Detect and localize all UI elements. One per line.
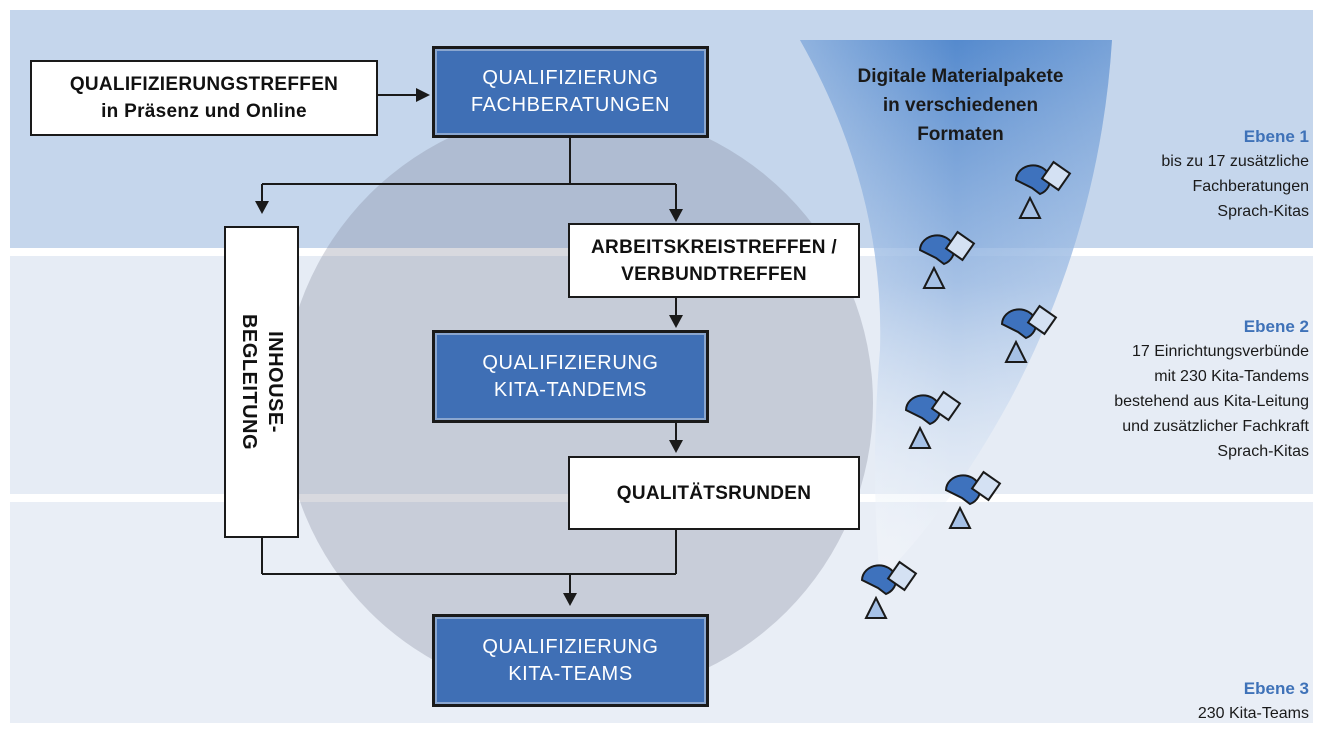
- qualitaetsrunden-box: QUALITÄTSRUNDEN: [568, 456, 860, 530]
- material-package-icon: [1014, 160, 1072, 219]
- level-2-info: Ebene 2 17 Einrichtungsverbünde mit 230 …: [1114, 314, 1309, 464]
- qualifizierung-fachberatungen-box: QUALIFIZIERUNG FACHBERATUNGEN: [432, 46, 709, 138]
- level-1-title: Ebene 1: [1243, 127, 1309, 146]
- qualifizierung-kita-tandems-line-2: KITA-TANDEMS: [493, 378, 648, 401]
- level-1-info: Ebene 1 bis zu 17 zusätzliche Fachberatu…: [1161, 124, 1309, 224]
- qualifizierung-kita-tandems-line-1: QUALIFIZIERUNG: [482, 351, 659, 374]
- qualifizierung-kita-teams-box: QUALIFIZIERUNG KITA-TEAMS: [432, 614, 709, 707]
- level-2-line: Sprach-Kitas: [1217, 443, 1309, 460]
- qualifizierungstreffen-line-2: in Präsenz und Online: [101, 101, 307, 122]
- inhouse-begleitung-box: INHOUSE- BEGLEITUNG: [224, 226, 299, 538]
- material-package-icon: [944, 470, 1002, 529]
- level-2-title: Ebene 2: [1243, 317, 1309, 336]
- qualifizierung-kita-tandems-box: QUALIFIZIERUNG KITA-TANDEMS: [432, 330, 709, 423]
- material-package-icon: [918, 230, 976, 289]
- arbeitskreistreffen-box: ARBEITSKREISTREFFEN / VERBUNDTREFFEN: [568, 223, 860, 298]
- level-2-line: und zusätzlicher Fachkraft: [1122, 418, 1309, 435]
- funnel-title: Digitale Materialpakete in verschiedenen…: [808, 62, 1113, 149]
- arbeitskreistreffen-line-2: VERBUNDTREFFEN: [621, 263, 807, 285]
- qualifizierungstreffen-line-1: QUALIFIZIERUNGSTREFFEN: [69, 74, 339, 95]
- level-1-line: bis zu 17 zusätzliche: [1161, 153, 1309, 170]
- material-package-icon: [1000, 304, 1058, 363]
- level-3-title: Ebene 3: [1243, 679, 1309, 698]
- inhouse-line-1: INHOUSE-: [263, 331, 286, 433]
- qualifizierung-kita-teams-line-1: QUALIFIZIERUNG: [482, 635, 659, 658]
- level-3-line: 230 Kita-Teams: [1197, 705, 1309, 722]
- level-2-line: 17 Einrichtungsverbünde: [1131, 343, 1309, 360]
- qualifizierung-fachberatungen-line-1: QUALIFIZIERUNG: [482, 67, 659, 89]
- qualitaetsrunden-label: QUALITÄTSRUNDEN: [616, 482, 812, 504]
- funnel-title-line-3: Formaten: [917, 124, 1004, 145]
- arbeitskreistreffen-line-1: ARBEITSKREISTREFFEN /: [591, 236, 837, 258]
- material-package-icon: [860, 560, 918, 619]
- level-3-info: Ebene 3 230 Kita-Teams: [1198, 676, 1309, 726]
- level-1-line: Sprach-Kitas: [1217, 203, 1309, 220]
- funnel-title-line-2: in verschiedenen: [882, 95, 1039, 116]
- material-package-icon: [904, 390, 962, 449]
- qualifizierung-fachberatungen-line-2: FACHBERATUNGEN: [470, 94, 671, 116]
- level-2-line: mit 230 Kita-Tandems: [1154, 368, 1309, 385]
- qualifizierung-kita-teams-line-2: KITA-TEAMS: [508, 662, 633, 685]
- level-2-line: bestehend aus Kita-Leitung: [1114, 393, 1309, 410]
- level-1-line: Fachberatungen: [1192, 178, 1309, 195]
- qualifizierungstreffen-box: QUALIFIZIERUNGSTREFFEN in Präsenz und On…: [30, 60, 378, 136]
- funnel-title-line-1: Digitale Materialpakete: [857, 66, 1064, 87]
- inhouse-line-2: BEGLEITUNG: [237, 313, 260, 451]
